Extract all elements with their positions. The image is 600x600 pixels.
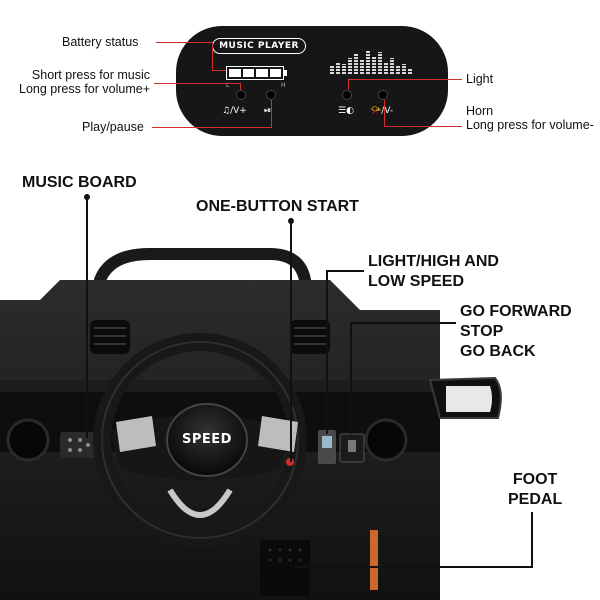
car-dashboard-illustration <box>0 248 502 600</box>
light-speed-line-h <box>326 270 364 272</box>
horn-callout-line1: Horn <box>466 104 494 118</box>
play-pause-label: Play/pause <box>82 120 144 134</box>
battery-indicator <box>226 66 284 80</box>
wheel-brand-logo: SPEED <box>182 432 232 447</box>
foot-pedal-line-h <box>294 566 532 568</box>
horn-callout-line <box>384 126 462 127</box>
light-speed-line1: LIGHT/HIGH AND <box>368 253 499 270</box>
horn-button-label: 📯/V- <box>370 106 394 116</box>
play-callout-line <box>152 127 272 128</box>
horn-volume-down-button[interactable] <box>378 90 388 100</box>
battery-tip <box>284 70 287 76</box>
play-pause-button[interactable] <box>266 90 276 100</box>
direction-line1: GO FORWARD <box>460 303 572 320</box>
light-callout-line <box>348 79 462 80</box>
horn-callout-label: Horn Long press for volume- <box>466 104 594 132</box>
wheel-right-buttons[interactable] <box>258 416 298 452</box>
direction-label: GO FORWARD STOP GO BACK <box>460 302 572 362</box>
music-board-line <box>86 194 88 438</box>
music-callout-line-v <box>240 83 241 90</box>
music-board-label: MUSIC BOARD <box>22 174 137 191</box>
music-callout-line2: Long press for volume+ <box>19 82 150 96</box>
equalizer-icon <box>330 48 412 74</box>
light-button[interactable] <box>342 90 352 100</box>
foot-pedal-label: FOOT PEDAL <box>508 470 562 510</box>
direction-line3: GO BACK <box>460 343 536 360</box>
steering-hub[interactable] <box>166 403 248 477</box>
foot-pedal-area <box>260 540 310 596</box>
battery-low-label: L <box>226 82 230 89</box>
music-callout-line <box>154 83 240 84</box>
play-callout-line-v <box>271 100 272 127</box>
horn-callout-line-v <box>384 100 385 126</box>
orange-trim <box>370 530 378 590</box>
music-player-panel <box>176 26 448 136</box>
grab-handle <box>94 248 311 286</box>
light-callout-label: Light <box>466 72 494 86</box>
light-speed-line2: LOW SPEED <box>368 273 465 290</box>
light-callout-line-v <box>348 79 349 90</box>
battery-callout-line <box>156 42 212 43</box>
foot-pedal-line-v <box>531 512 533 568</box>
music-callout-line1: Short press for music <box>31 68 150 82</box>
light-speed-label: LIGHT/HIGH AND LOW SPEED <box>368 252 499 292</box>
wheel-left-buttons[interactable] <box>116 416 156 452</box>
one-button-start[interactable] <box>286 458 294 466</box>
direction-line2: STOP <box>460 323 504 340</box>
dash-top <box>0 380 440 392</box>
left-air-vent <box>6 418 50 462</box>
foot-pedal-line2: PEDAL <box>508 491 563 508</box>
music-callout-label: Short press for music Long press for vol… <box>10 68 150 96</box>
right-air-vent <box>364 418 408 462</box>
light-speed-line-v <box>326 270 328 434</box>
battery-high-label: H <box>281 82 286 89</box>
music-board[interactable] <box>60 432 96 458</box>
music-button-label: ♫/V+ <box>222 106 247 116</box>
battery-callout-line-h <box>212 70 226 71</box>
one-button-line <box>290 218 292 462</box>
battery-callout-line-v <box>212 42 213 70</box>
mirror-glass <box>446 386 492 412</box>
music-player-title: MUSIC PLAYER <box>212 38 306 54</box>
steering-chrome-trim <box>167 488 233 518</box>
battery-status-label: Battery status <box>62 35 139 49</box>
direction-line-v <box>350 322 352 434</box>
light-button-label: ☰◐ <box>338 106 354 116</box>
play-button-label: ⏯ <box>264 106 272 116</box>
vent-slats <box>94 327 326 345</box>
music-volume-up-button[interactable] <box>236 90 246 100</box>
one-button-start-label: ONE-BUTTON START <box>196 198 359 215</box>
foot-pedal-line1: FOOT <box>512 471 558 488</box>
horn-callout-line2: Long press for volume- <box>466 118 594 132</box>
direction-line-h <box>350 322 456 324</box>
